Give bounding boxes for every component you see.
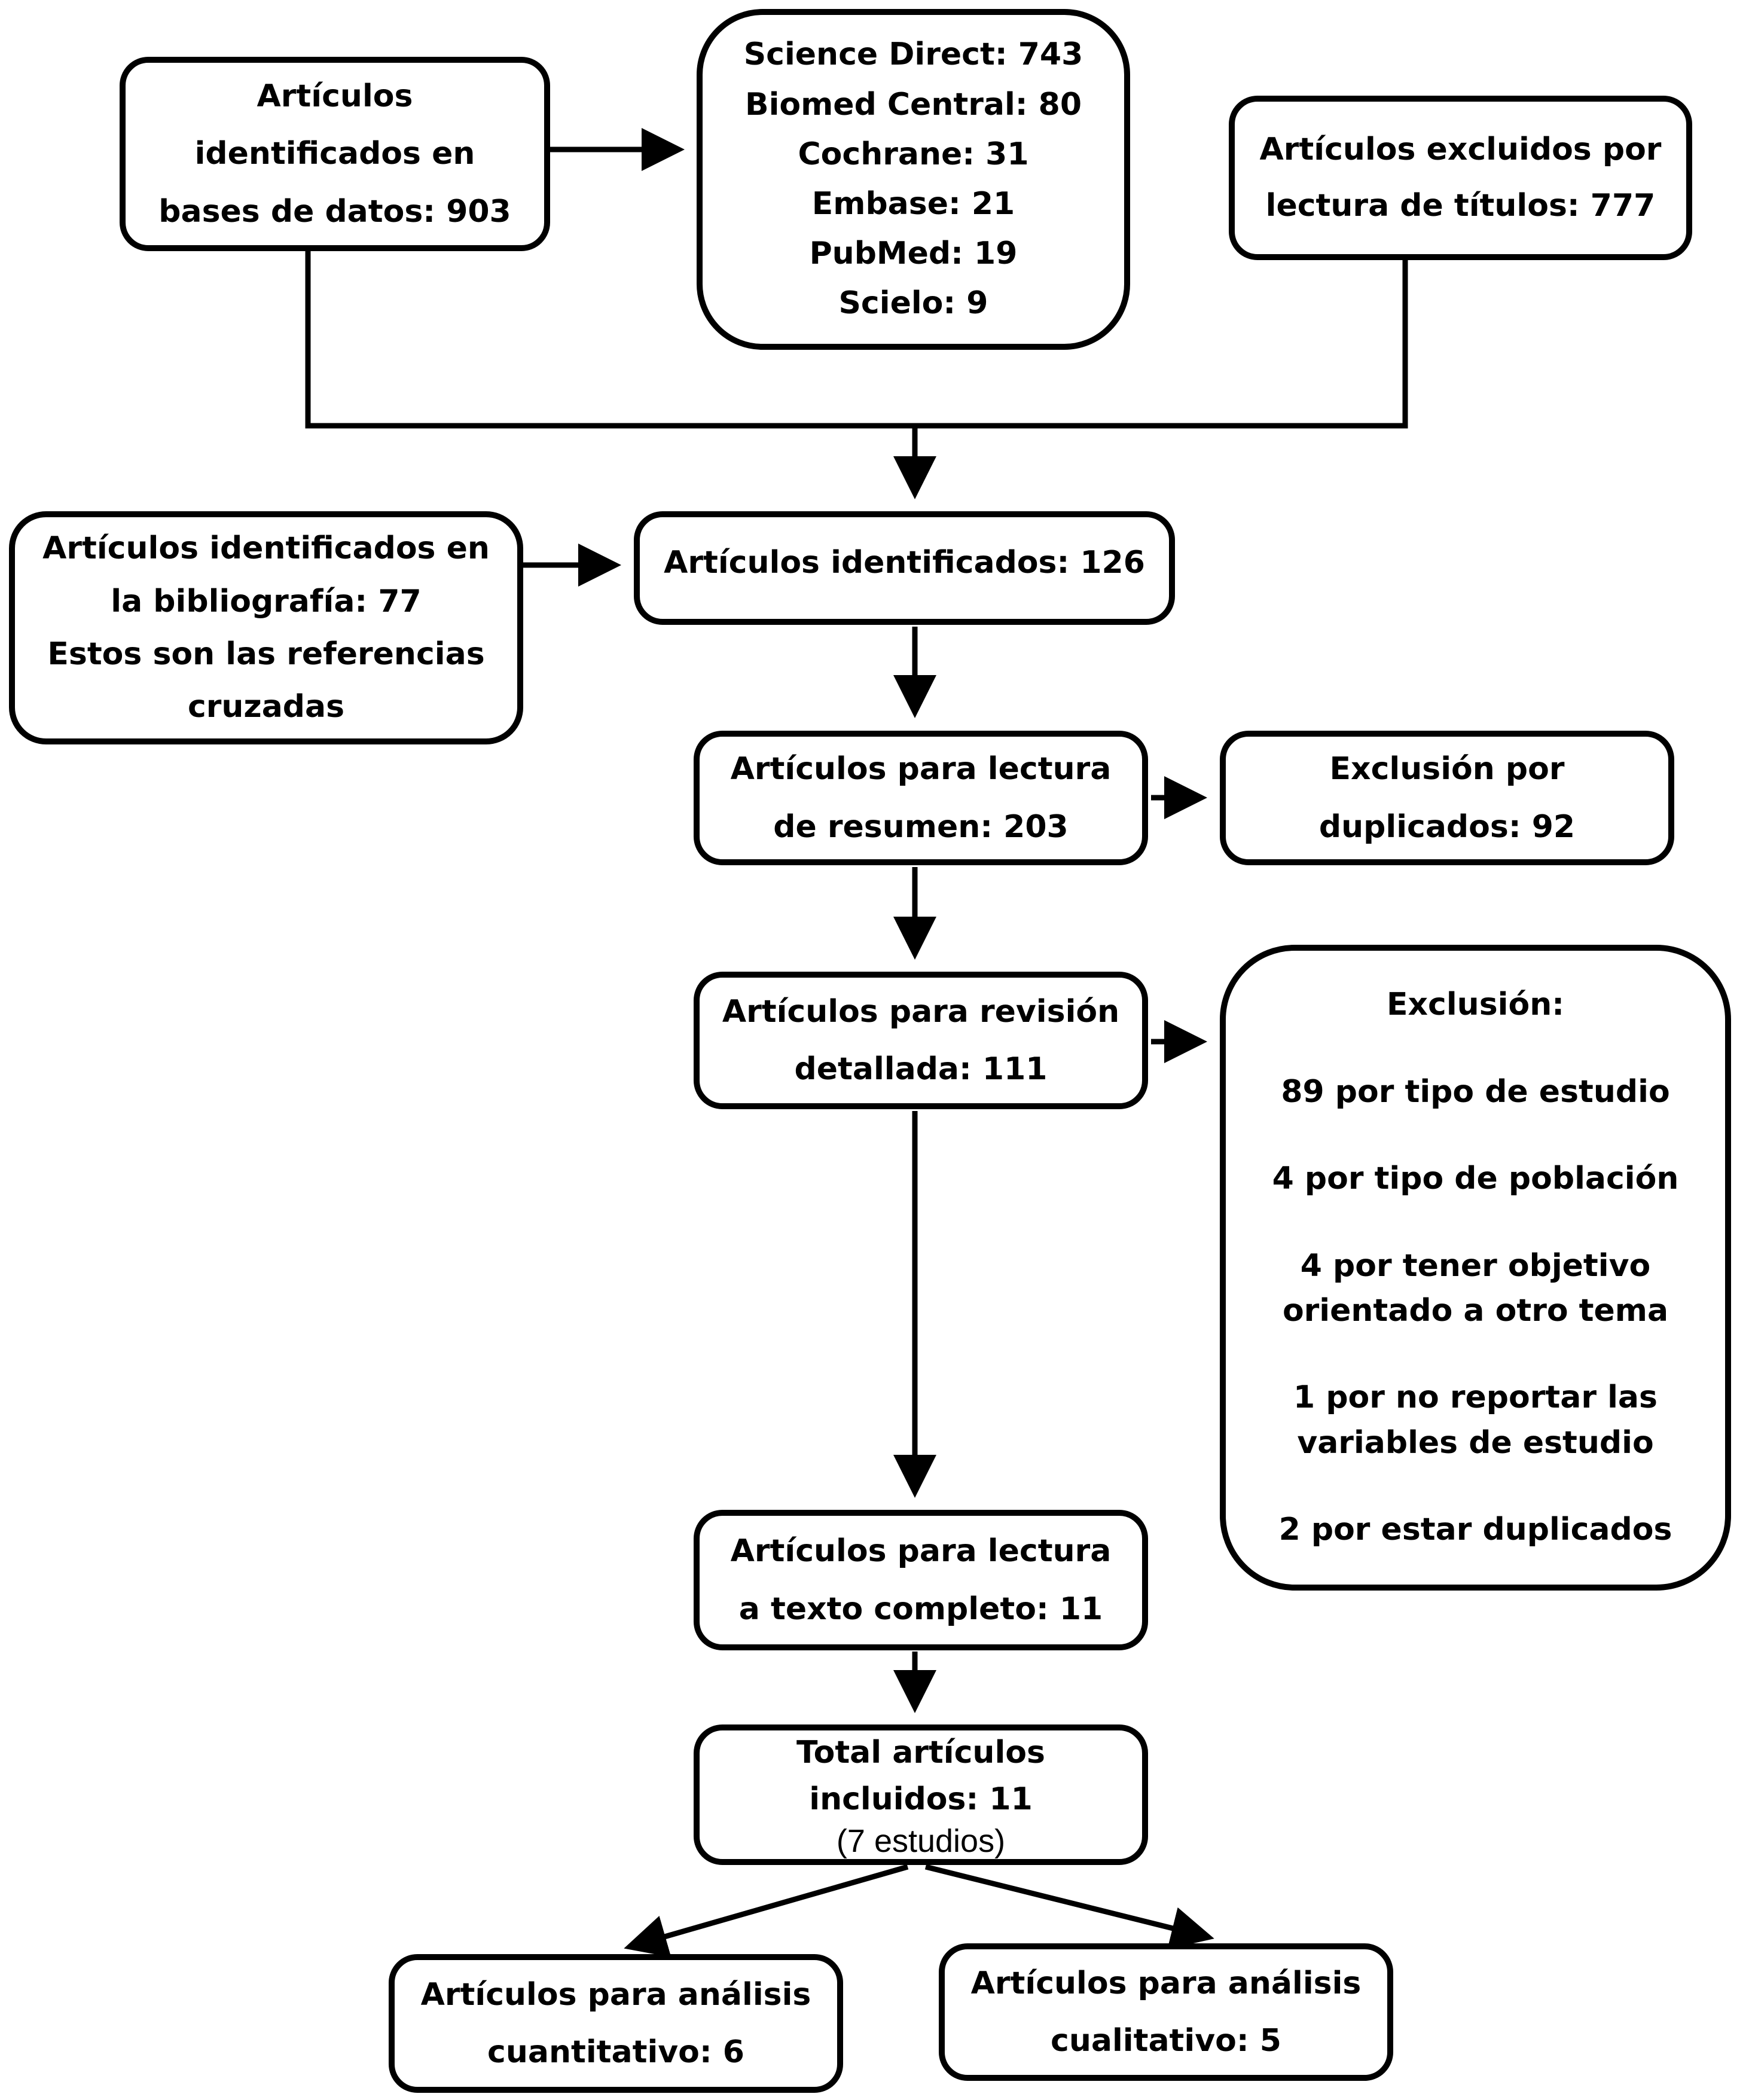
box-excluded-duplicates: Exclusión por duplicados: 92	[1220, 731, 1674, 865]
box-exclusion-reasons: Exclusión: 89 por tipo de estudio 4 por …	[1220, 945, 1731, 1591]
box-db-identified-label: Artículos identificados en bases de dato…	[158, 78, 511, 230]
box-qualitative-analysis-label: Artículos para análisis cualitativo: 5	[970, 1965, 1362, 2059]
box-qualitative-analysis: Artículos para análisis cualitativo: 5	[939, 1943, 1393, 2081]
box-excluded-duplicates-label: Exclusión por duplicados: 92	[1318, 751, 1576, 845]
box-total-included: Total artículos incluidos: 11 (7 estudio…	[694, 1724, 1148, 1865]
box-abstract-reading: Artículos para lectura de resumen: 203	[694, 731, 1148, 865]
box-fulltext-reading-label: Artículos para lectura a texto completo:…	[730, 1533, 1112, 1627]
box-excluded-by-title-label: Artículos excluidos por lectura de títul…	[1259, 131, 1662, 224]
exclusion-reason-no-variables: 1 por no reportar las variables de estud…	[1293, 1379, 1658, 1461]
exclusion-reason-other-topic: 4 por tener objetivo orientado a otro te…	[1282, 1247, 1669, 1329]
box-search-sources-label: Science Direct: 743 Biomed Central: 80 C…	[743, 36, 1083, 322]
exclusion-reason-study-type: 89 por tipo de estudio	[1281, 1073, 1670, 1110]
box-identified-total-label: Artículos identificados: 126	[664, 545, 1145, 581]
box-identified-total: Artículos identificados: 126	[634, 511, 1175, 625]
exclusion-reason-population-type: 4 por tipo de población	[1272, 1161, 1679, 1197]
arrow-total-to-quantitative	[624, 1864, 909, 1958]
box-fulltext-reading: Artículos para lectura a texto completo:…	[694, 1510, 1148, 1650]
box-quantitative-analysis-label: Artículos para análisis cuantitativo: 6	[420, 1976, 811, 2070]
box-bibliography-identified-label: Artículos identificados en la bibliograf…	[42, 530, 490, 725]
exclusion-title: Exclusión:	[1386, 987, 1565, 1023]
box-quantitative-analysis: Artículos para análisis cuantitativo: 6	[389, 1954, 843, 2093]
box-total-included-studies-note: (7 estudios)	[836, 1823, 1006, 1860]
box-excluded-by-title: Artículos excluidos por lectura de títul…	[1229, 96, 1692, 260]
exclusion-reason-duplicated: 2 por estar duplicados	[1278, 1512, 1672, 1548]
arrow-total-to-qualitative	[924, 1864, 1214, 1949]
box-detailed-review: Artículos para revisión detallada: 111	[694, 972, 1148, 1109]
box-db-identified: Artículos identificados en bases de dato…	[120, 57, 550, 251]
box-detailed-review-label: Artículos para revisión detallada: 111	[722, 993, 1120, 1087]
box-bibliography-identified: Artículos identificados en la bibliograf…	[9, 511, 523, 744]
box-search-sources: Science Direct: 743 Biomed Central: 80 C…	[697, 9, 1130, 350]
box-abstract-reading-label: Artículos para lectura de resumen: 203	[730, 751, 1112, 845]
box-total-included-label: Total artículos incluidos: 11	[796, 1735, 1045, 1818]
